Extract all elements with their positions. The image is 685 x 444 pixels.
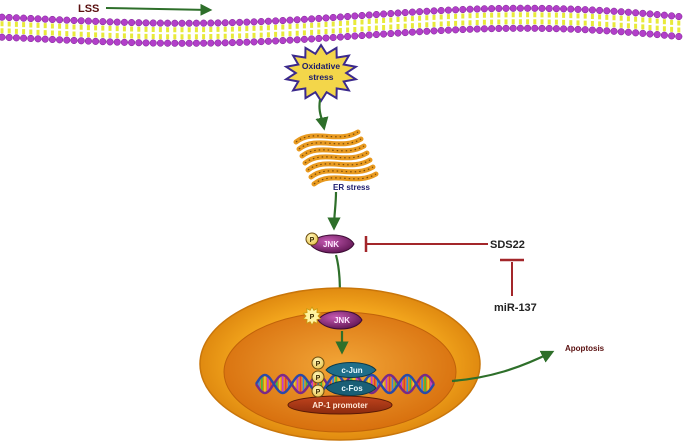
phospho-nucleus-burst-icon <box>302 306 322 326</box>
oxidative-stress-node: Oxidative stress <box>283 43 359 103</box>
cjun-label: c-Jun <box>341 366 362 375</box>
oxidative-stress-label-line1: Oxidative <box>302 61 341 71</box>
mir137-label: miR-137 <box>494 302 537 314</box>
ap1-promoter-node: AP-1 promoter <box>287 395 393 415</box>
phospho-cjun-1-label: P <box>316 361 321 368</box>
apoptosis-label: Apoptosis <box>565 344 605 353</box>
cfos-shape <box>325 380 377 396</box>
phospho-cytoplasm-label: P <box>310 237 315 244</box>
oxidative-stress-star-icon <box>283 43 359 103</box>
arrow-er-to-jnk <box>327 191 341 231</box>
er-organelle-icon <box>293 129 379 187</box>
arrow-to-apoptosis <box>451 350 555 383</box>
phospho-cjun-2-icon <box>311 370 325 384</box>
phospho-nucleus-label: P <box>310 314 315 321</box>
sds22-label: SDS22 <box>490 239 525 251</box>
cfos-node: c-Fos P <box>311 380 377 398</box>
phospho-cjun-2-label: P <box>316 375 321 382</box>
arrow-oxidative-to-er <box>315 99 329 131</box>
cjun-shape <box>325 362 377 378</box>
jnk-cytoplasm-label: JNK <box>323 240 339 249</box>
oxidative-stress-label-line2: stress <box>308 72 333 82</box>
jnk-nucleus-shape <box>317 310 363 330</box>
phospho-cfos-icon <box>311 384 325 398</box>
cell-membrane <box>0 4 683 47</box>
ap1-promoter-label: AP-1 promoter <box>312 401 368 410</box>
phospho-cfos-label: P <box>316 389 321 396</box>
cjun-node: c-Jun P P <box>311 356 377 384</box>
sds22-inhibits-jnk <box>364 236 488 252</box>
er-stress-label: ER stress <box>333 183 370 192</box>
jnk-cytoplasm-node: JNK P <box>305 232 355 254</box>
jnk-nucleus-label: JNK <box>334 316 350 325</box>
cfos-label: c-Fos <box>341 384 363 393</box>
mir137-inhibits-sds22 <box>500 258 524 296</box>
jnk-cytoplasm-shape <box>309 234 355 254</box>
phospho-cjun-1-icon <box>311 356 325 370</box>
phospho-cytoplasm-icon <box>305 232 319 246</box>
lss-label: LSS <box>78 3 99 15</box>
lss-arrow <box>105 3 213 16</box>
jnk-nucleus-node: JNK P <box>302 306 363 330</box>
ap1-promoter-shape <box>287 395 393 415</box>
